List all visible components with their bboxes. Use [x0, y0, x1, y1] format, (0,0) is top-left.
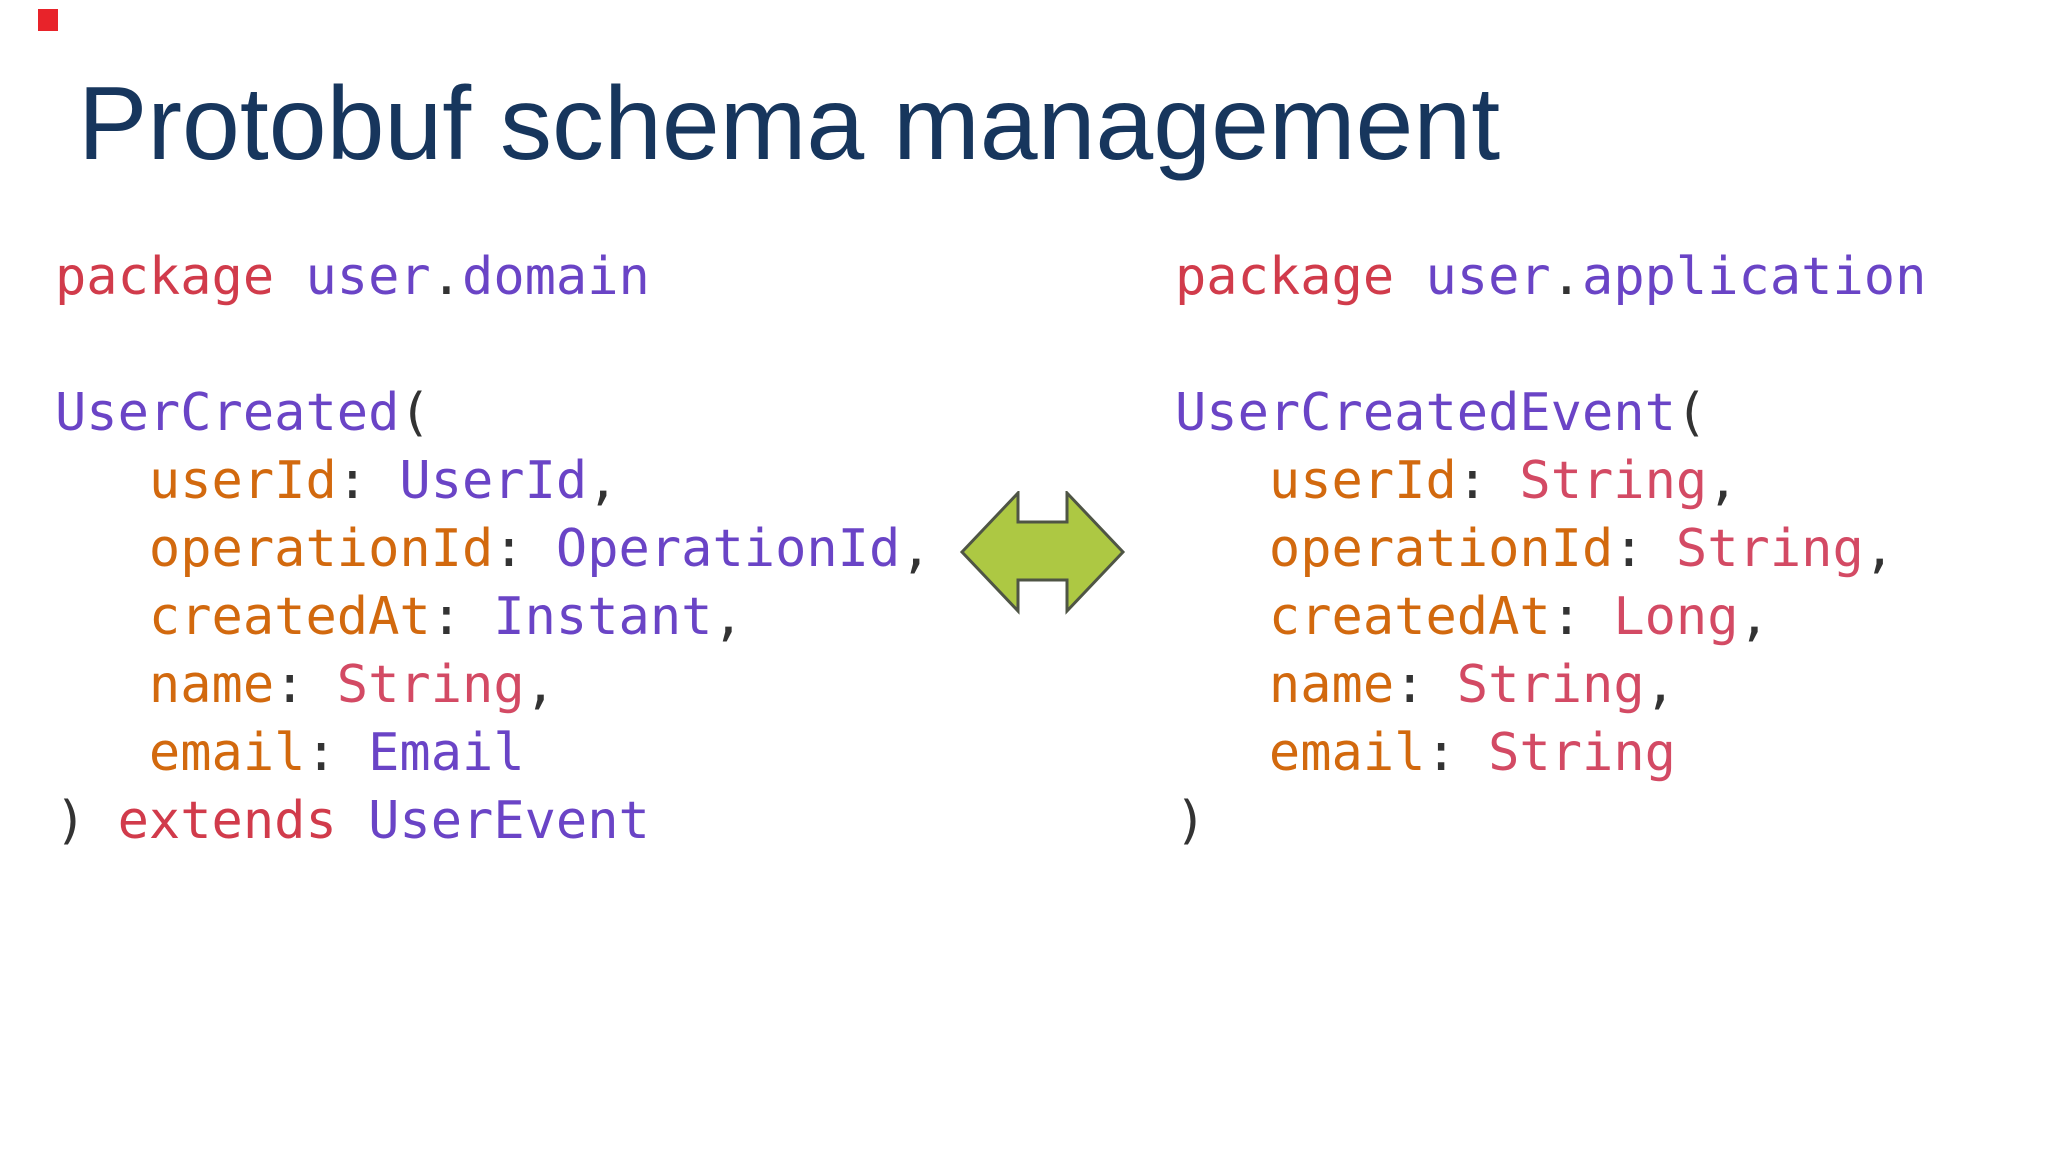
- code-line: package user.domain: [55, 247, 650, 307]
- bidirectional-arrow-icon: [959, 491, 1126, 615]
- code-line: package user.application: [1175, 247, 1927, 307]
- code-line: UserCreatedEvent(: [1175, 383, 1708, 443]
- code-line: operationId: String,: [1268, 519, 1896, 579]
- code-line: createdAt: Instant,: [148, 587, 744, 647]
- code-line: [1175, 311, 1926, 379]
- code-block-user-application: package user.application UserCreatedEven…: [1175, 243, 1926, 855]
- code-line: email: Email: [148, 723, 525, 783]
- page-title: Protobuf schema management: [78, 66, 1501, 182]
- code-line: userId: UserId,: [148, 451, 619, 511]
- code-line: name: String,: [1268, 655, 1676, 715]
- code-line: createdAt: Long,: [1268, 587, 1770, 647]
- code-line: ): [1175, 791, 1207, 851]
- code-line: UserCreated(: [55, 383, 431, 443]
- code-line: name: String,: [148, 655, 556, 715]
- code-line: ) extends UserEvent: [55, 791, 650, 851]
- code-line: [55, 311, 932, 379]
- red-recording-marker-icon: [38, 9, 58, 31]
- code-line: userId: String,: [1268, 451, 1739, 511]
- code-block-user-domain: package user.domain UserCreated( userId:…: [55, 243, 932, 855]
- code-line: operationId: OperationId,: [148, 519, 932, 579]
- code-line: email: String: [1268, 723, 1676, 783]
